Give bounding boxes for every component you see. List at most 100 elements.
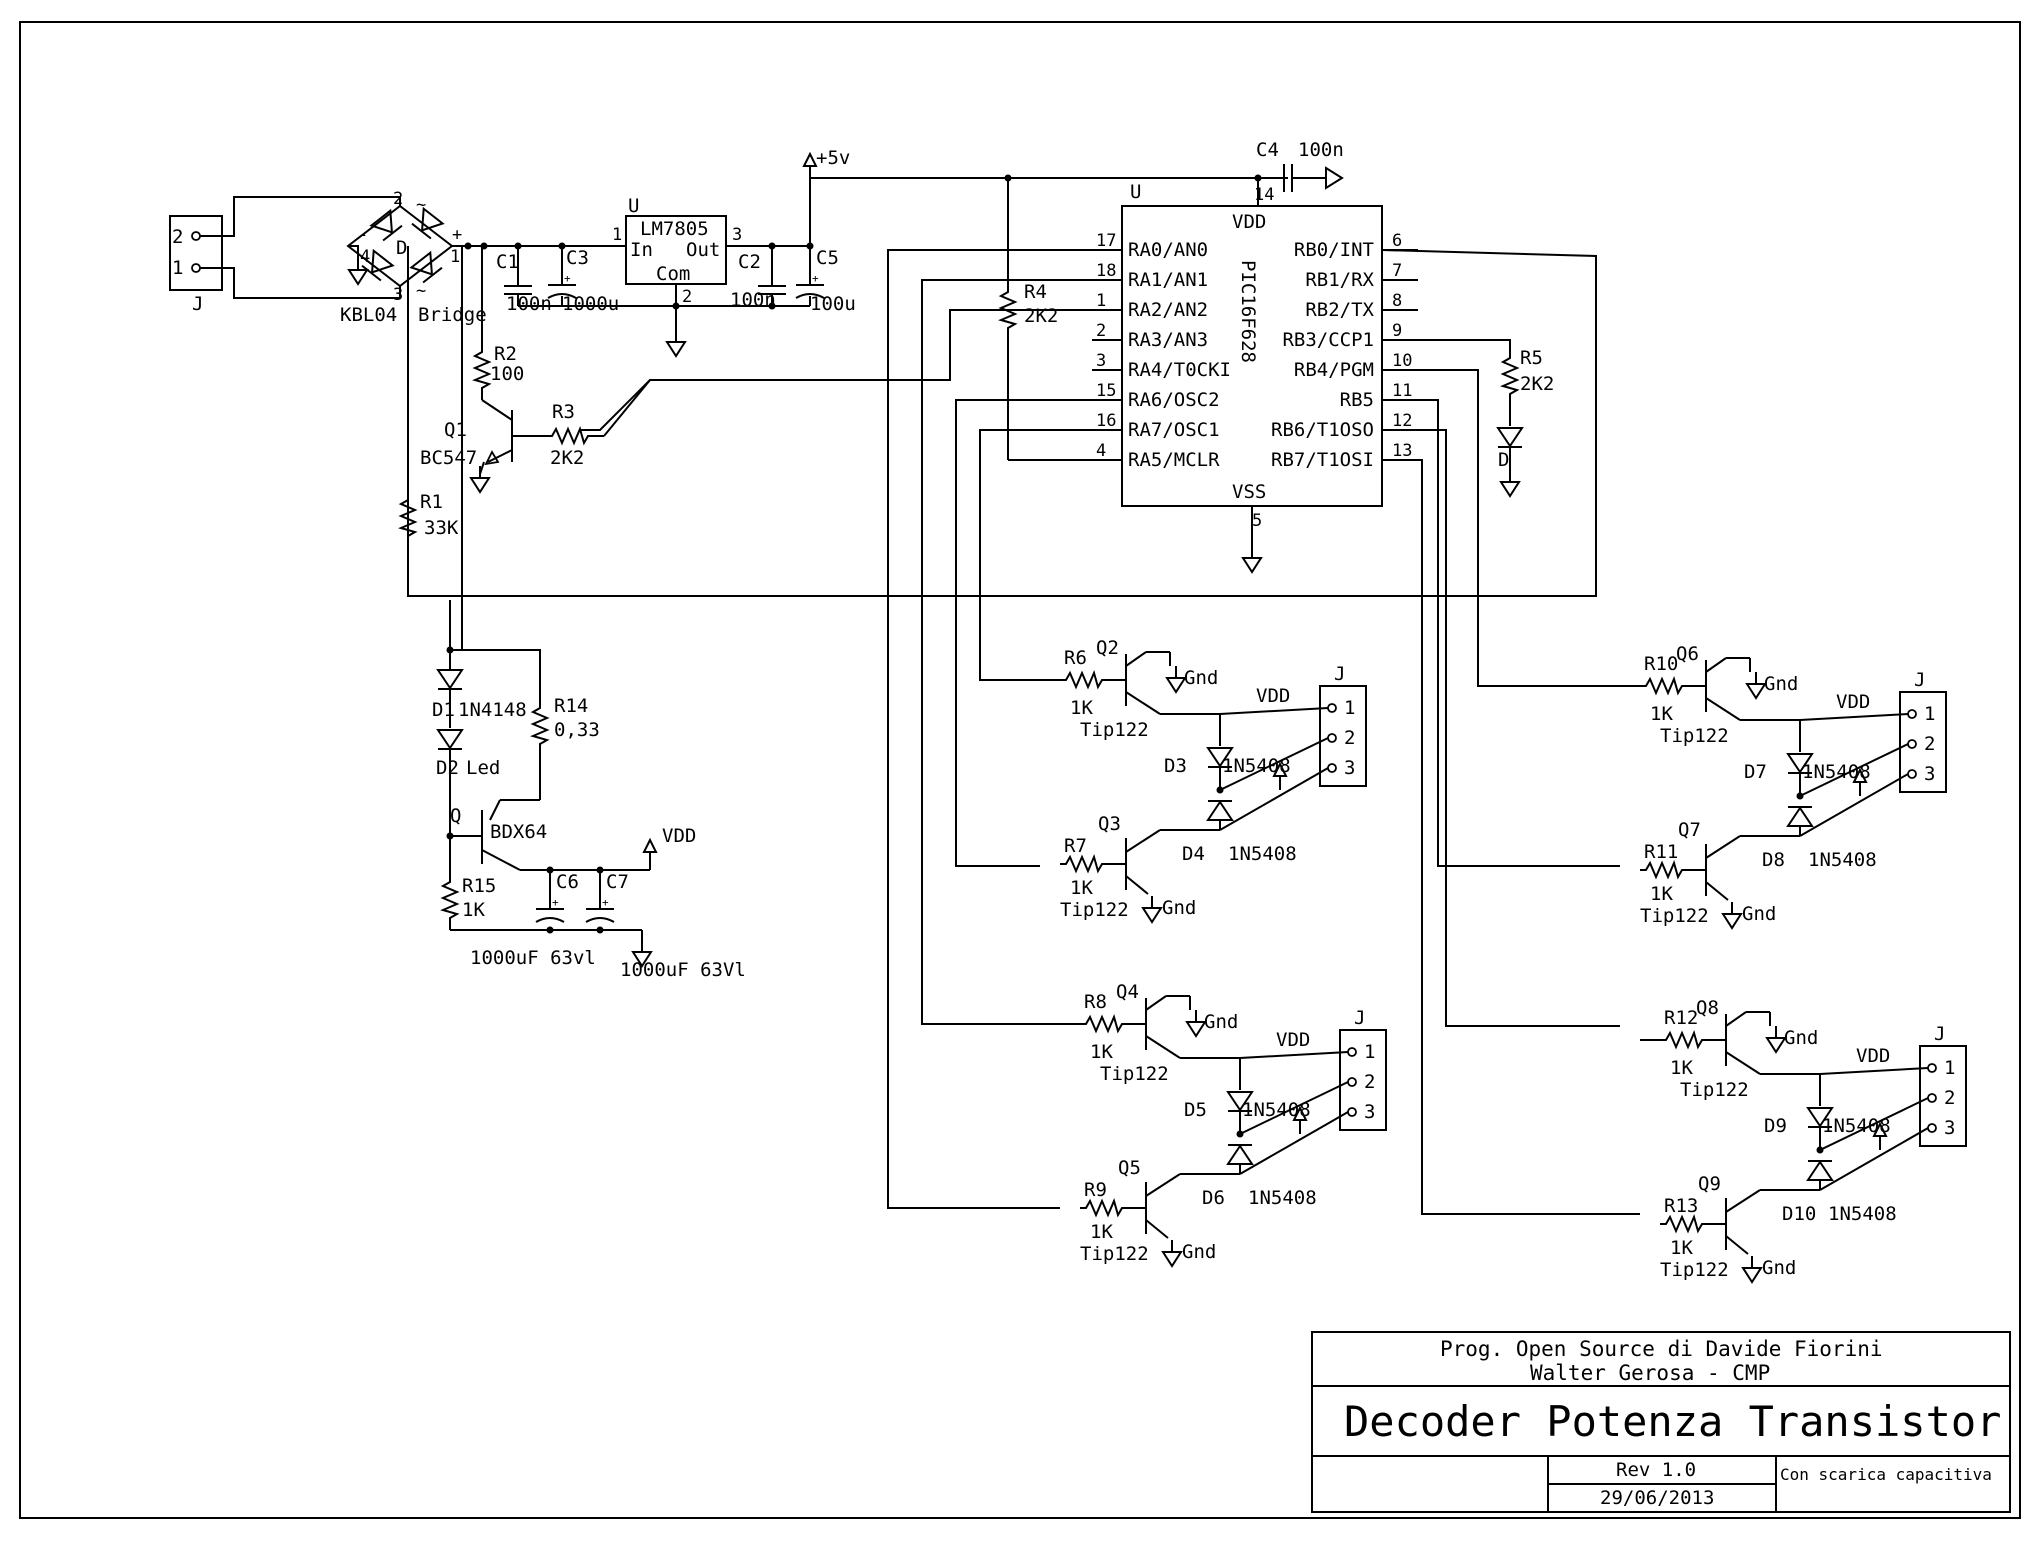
- bridge-pin-label: ~: [416, 281, 426, 301]
- symbol: [1659, 1032, 1707, 1048]
- wire: [1725, 1011, 1747, 1027]
- driver-q-upper-part: Tip122: [1100, 1063, 1169, 1085]
- driver-connector-pin: 3: [1344, 757, 1355, 779]
- regulator-lm7805: U LM7805 In Out Com 1 3 2: [612, 195, 742, 307]
- c3-ref: C3: [566, 247, 589, 269]
- symbol: [1722, 901, 1742, 929]
- driver-q-lower-part: Tip122: [1080, 1243, 1149, 1265]
- d2-part: Led: [466, 757, 500, 779]
- mcu-vdd: VDD: [1232, 211, 1266, 233]
- driver-r-lower-value: 1K: [1670, 1237, 1693, 1259]
- driver-diode-upper-part: 1N5408: [1822, 1115, 1891, 1137]
- driver-connector-ref: J: [1334, 663, 1345, 685]
- wire: [1725, 1235, 1749, 1255]
- wire: [1219, 707, 1329, 715]
- c6-ref: C6: [556, 871, 579, 893]
- d2-ref: D2: [436, 757, 459, 779]
- bridge-word: Bridge: [418, 304, 487, 326]
- sheet-frame: [19, 21, 2021, 1519]
- symbol: [1347, 1047, 1357, 1057]
- driver-connector-pin: 1: [1924, 703, 1935, 725]
- symbol: [1927, 1123, 1937, 1133]
- symbol: [1166, 665, 1186, 693]
- symbol: [1927, 1063, 1937, 1073]
- mcu-right-pin-name: RB6/T1OSO: [1271, 419, 1374, 441]
- driver-r-lower-value: 1K: [1650, 883, 1673, 905]
- driver-r-upper-ref: R8: [1084, 991, 1107, 1013]
- symbol: [1079, 1016, 1127, 1032]
- input-connector-ref: J: [192, 293, 203, 315]
- d1-part: 1N4148: [458, 699, 527, 721]
- driver-q-upper-ref: Q4: [1116, 981, 1139, 1003]
- regulator-pin: 1: [612, 225, 622, 245]
- mcu-right-pin-number: 12: [1392, 411, 1412, 431]
- wire: [1819, 1067, 1929, 1075]
- driver-q-upper-part: Tip122: [1080, 719, 1149, 741]
- regulator-in: In: [630, 239, 653, 261]
- driver-r-upper-ref: R12: [1664, 1007, 1698, 1029]
- driver-q-lower-ref: Q5: [1118, 1157, 1141, 1179]
- r5-value: 2K2: [1520, 373, 1554, 395]
- driver-diode-lower-part: 1N5408: [1808, 849, 1877, 871]
- mcu-right-pin-name: RB5: [1340, 389, 1374, 411]
- driver-diode-lower-part: 1N5408: [1828, 1203, 1897, 1225]
- mcu-right-pin-name: RB1/RX: [1305, 269, 1374, 291]
- driver-gnd-upper: Gnd: [1764, 673, 1798, 695]
- regulator-part: LM7805: [640, 218, 709, 240]
- driver-connector: [1899, 691, 1947, 793]
- driver-q-lower-ref: Q3: [1098, 813, 1121, 835]
- symbol: [1142, 895, 1162, 923]
- driver-connector-ref: J: [1354, 1007, 1365, 1029]
- symbol: [1907, 739, 1917, 749]
- driver-connector-ref: J: [1934, 1023, 1945, 1045]
- driver-r-lower-ref: R11: [1644, 841, 1678, 863]
- driver-diode-upper-ref: D7: [1744, 761, 1767, 783]
- mcu-vss-pin: 5: [1252, 511, 1262, 531]
- wire: [1145, 1173, 1181, 1197]
- symbol: [1639, 862, 1687, 878]
- mcu-left-pin-number: 16: [1096, 411, 1116, 431]
- mcu-right-pin-name: RB4/PGM: [1294, 359, 1374, 381]
- mcu-right-pin-name: RB2/TX: [1305, 299, 1374, 321]
- mcu-right-pin-number: 8: [1392, 291, 1402, 311]
- bridge-pin-label: -: [358, 225, 368, 245]
- wire: [1705, 835, 1741, 859]
- title-block: Prog. Open Source di Davide Fiorini Walt…: [1311, 1331, 2011, 1513]
- bridge-pin-label: +: [452, 225, 462, 245]
- q1-part: BC547: [420, 447, 477, 469]
- wire: [1219, 737, 1329, 791]
- driver-gnd-upper: Gnd: [1184, 667, 1218, 689]
- driver-r-upper-value: 1K: [1670, 1057, 1693, 1079]
- title-note: Con scarica capacitiva: [1780, 1465, 1992, 1484]
- driver-r-lower-value: 1K: [1070, 877, 1093, 899]
- wire: [1705, 697, 1741, 721]
- r5-ref: R5: [1520, 347, 1543, 369]
- symbol: [1907, 769, 1917, 779]
- mcu-part: PIC16F628: [1237, 260, 1259, 363]
- driver-q-lower-ref: Q7: [1678, 819, 1701, 841]
- driver-diode-lower-ref: D4: [1182, 843, 1205, 865]
- mcu-right-pin-number: 9: [1392, 321, 1402, 341]
- q1-ref: Q1: [444, 419, 467, 441]
- mcu-left-pin-name: RA4/T0CKI: [1128, 359, 1231, 381]
- driver-gnd-upper: Gnd: [1784, 1027, 1818, 1049]
- symbol: [1787, 806, 1813, 827]
- mcu-left-pin-number: 15: [1096, 381, 1116, 401]
- c6-value: 1000uF 63vl: [470, 947, 596, 969]
- r14-value: 0,33: [554, 719, 600, 741]
- c2-ref: C2: [738, 251, 761, 273]
- driver-connector-pin: 1: [1944, 1057, 1955, 1079]
- driver-vdd: VDD: [1856, 1045, 1890, 1067]
- bridge-pin-label: 4: [360, 247, 370, 267]
- driver-connector-pin: 3: [1924, 763, 1935, 785]
- driver-r-lower-value: 1K: [1090, 1221, 1113, 1243]
- r1-value: 33K: [424, 517, 459, 539]
- c5-ref: C5: [816, 247, 839, 269]
- wire: [1239, 1051, 1349, 1059]
- driver-connector-pin: 2: [1924, 733, 1935, 755]
- driver-diode-lower-part: 1N5408: [1228, 843, 1297, 865]
- driver-diode-lower-ref: D8: [1762, 849, 1785, 871]
- input-connector: 2 1 J: [169, 215, 223, 315]
